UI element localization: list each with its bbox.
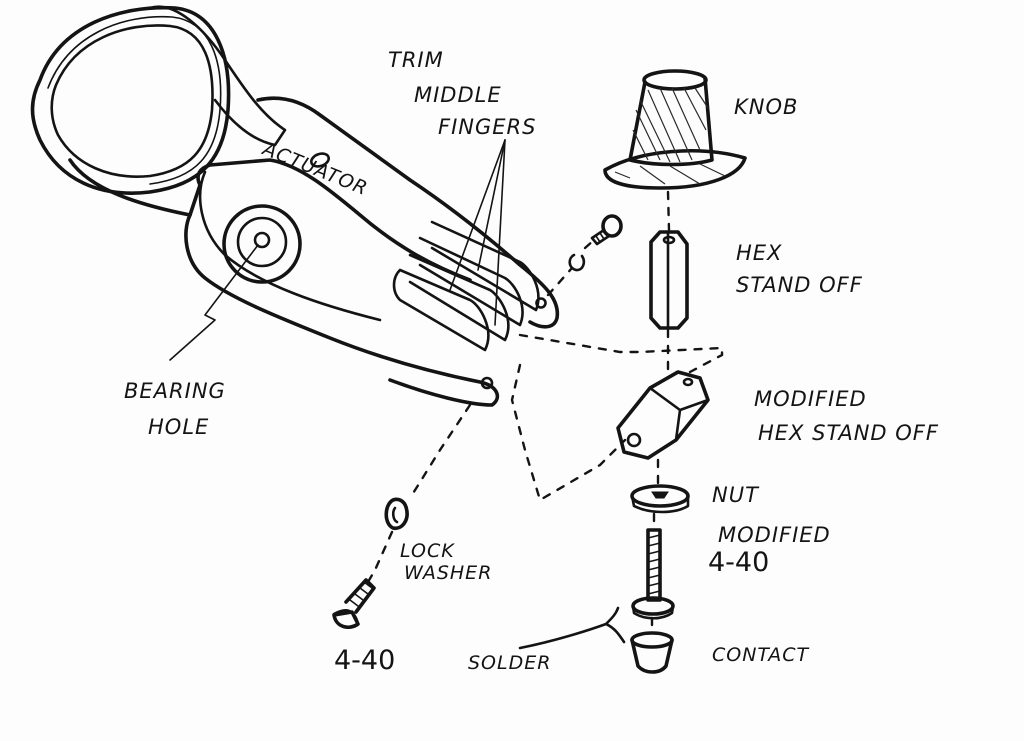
lock-washer <box>384 497 409 531</box>
label-modified-440-line-1: MODIFIED <box>718 523 831 547</box>
hex-standoff <box>649 230 689 330</box>
label-trim-line-2: MIDDLE <box>414 83 502 107</box>
label-modified-440-line-2: 4-40 <box>708 547 770 578</box>
nut <box>630 484 690 514</box>
bearing-leader <box>169 244 259 361</box>
label-hex-line-1: HEX <box>736 241 783 265</box>
knob <box>603 69 747 190</box>
label-nut: NUT <box>712 483 759 507</box>
bearing-hole <box>222 204 302 284</box>
label-contact: CONTACT <box>712 644 810 666</box>
solder-leader <box>518 606 626 650</box>
label-solder: SOLDER <box>468 652 552 674</box>
small-screw <box>568 214 623 272</box>
label-bearing-line-1: BEARING <box>124 379 226 403</box>
label-lock-washer-line-2: WASHER <box>404 562 493 584</box>
label-modified-hex-line-1: MODIFIED <box>754 387 867 411</box>
label-trim-line-3: FINGERS <box>438 115 537 139</box>
middle-fingers <box>392 220 540 352</box>
label-modified-hex-line-2: HEX STAND OFF <box>758 421 939 445</box>
label-knob: KNOB <box>734 95 799 119</box>
contact <box>630 631 674 674</box>
trim-leader-lines <box>449 139 506 326</box>
modified-hex-standoff <box>616 370 710 460</box>
actuator-lever <box>68 96 560 407</box>
modified-4-40-screw <box>631 528 675 620</box>
assembly-guide-lines <box>366 190 724 634</box>
screw-4-40 <box>332 578 376 630</box>
label-screw-4-40: 4-40 <box>334 645 396 676</box>
label-trim-line-1: TRIM <box>388 48 444 72</box>
finger-loop <box>30 5 287 195</box>
label-bearing-line-2: HOLE <box>148 415 210 439</box>
label-hex-line-2: STAND OFF <box>736 273 863 297</box>
label-lock-washer-line-1: LOCK <box>400 540 455 562</box>
